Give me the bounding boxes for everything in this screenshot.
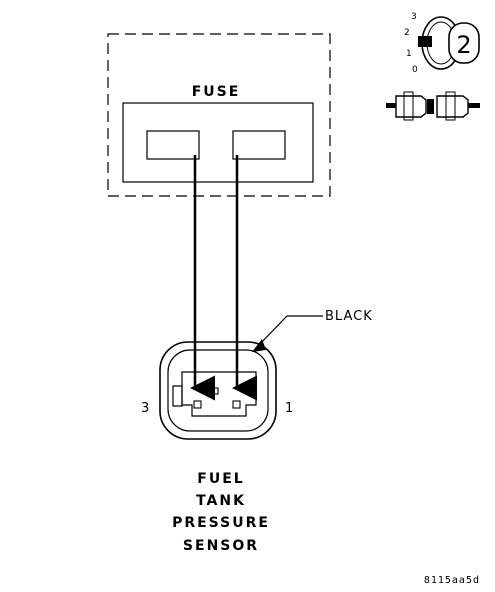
pin-label-1: 1 — [285, 401, 293, 416]
sensor-name: FUEL TANK PRESSURE SENSOR — [172, 471, 270, 554]
connector-color-label: BLACK — [325, 309, 373, 324]
connector-icon — [386, 91, 480, 121]
wires — [190, 155, 257, 401]
connector-pin-3 — [193, 400, 202, 409]
fuse-inner-box — [122, 102, 314, 183]
ignition-position-1: 1 — [406, 49, 412, 59]
figure-code: 8115aa5d — [424, 575, 480, 586]
pin-label-3: 3 — [141, 401, 149, 416]
ignition-key-icon: 3 2 1 0 2 — [404, 12, 480, 75]
ignition-position-3: 3 — [411, 12, 417, 22]
fuse-label: FUSE — [192, 84, 241, 100]
sensor-name-line-4: SENSOR — [183, 538, 259, 554]
connector-callout: BLACK — [252, 309, 373, 352]
connector-pin-2 — [211, 387, 219, 395]
ignition-position-0: 0 — [412, 65, 418, 75]
fuse-box: FUSE — [107, 33, 331, 197]
connector: 3 1 — [141, 341, 293, 440]
ignition-key-number: 2 — [456, 31, 471, 59]
fuse-terminal-right — [232, 130, 286, 160]
sensor-name-line-3: PRESSURE — [172, 515, 270, 531]
connector-pin-1 — [232, 400, 241, 409]
sensor-name-line-2: TANK — [196, 493, 246, 509]
fuse-terminal-left — [146, 130, 200, 160]
sensor-name-line-1: FUEL — [197, 471, 244, 487]
ignition-position-2: 2 — [404, 28, 410, 38]
